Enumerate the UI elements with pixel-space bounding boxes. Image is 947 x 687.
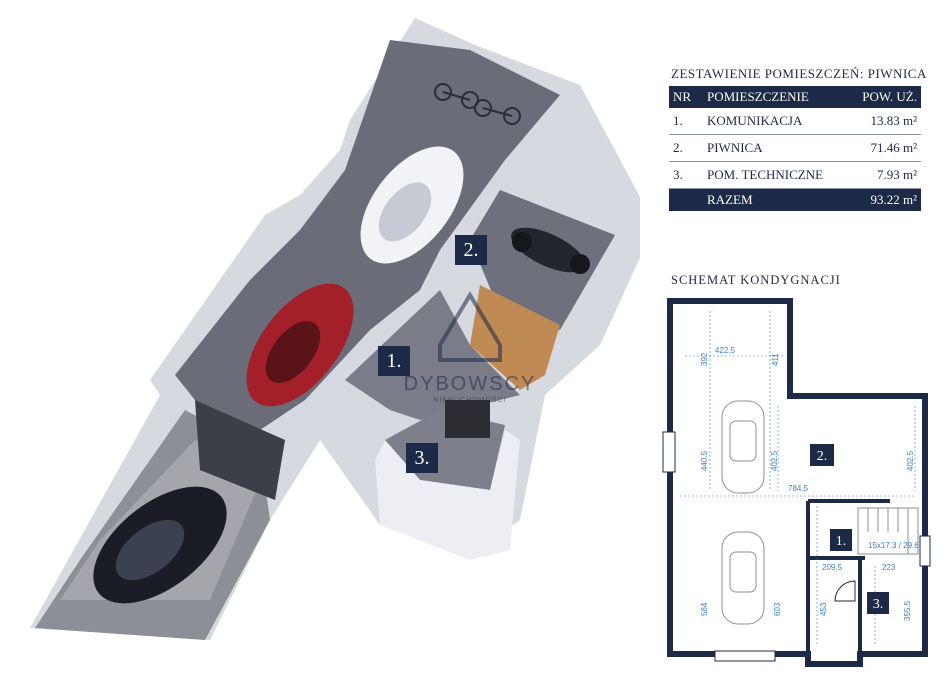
total-label: RAZEM	[703, 188, 848, 211]
total-area: 93.22 m²	[847, 188, 921, 211]
room-table: NR POMIESZCZENIE POW. UŻ. 1. KOMUNIKACJA…	[669, 86, 921, 211]
schema-title: SCHEMAT KONDYGNACJI	[671, 273, 841, 287]
render-room-number-2: 2.	[455, 235, 487, 265]
dim-label: 584	[700, 602, 709, 616]
row-area: 71.46 m²	[847, 134, 921, 162]
row-nr: 3.	[669, 161, 703, 189]
watermark-sub: NIERUCHOMOŚCI	[433, 395, 506, 404]
watermark-brand: DYBOWSCY	[404, 373, 537, 395]
dim-label: 453	[819, 602, 828, 616]
plan-window	[919, 535, 931, 567]
svg-text:3.: 3.	[873, 597, 884, 612]
row-area: 13.83 m²	[847, 108, 921, 135]
row-area: 7.93 m²	[847, 161, 921, 189]
table-row: 1. KOMUNIKACJA 13.83 m²	[669, 108, 921, 135]
dim-label: 440.5	[700, 450, 709, 471]
dim-label: 784.5	[788, 484, 809, 493]
plan-car-lower	[721, 531, 765, 625]
row-room: PIWNICA	[703, 134, 848, 162]
row-room: POM. TECHNICZNE	[703, 161, 848, 189]
svg-text:2.: 2.	[817, 449, 828, 464]
stairs-label: 15x17.3 / 29.6	[868, 541, 919, 550]
plan-stairs	[857, 507, 919, 555]
watermark-logo: DYBOWSCY NIERUCHOMOŚCI	[404, 291, 537, 404]
garage-door	[195, 400, 285, 500]
hall-floor	[345, 290, 520, 420]
row-room: KOMUNIKACJA	[703, 108, 848, 135]
motorcycle	[511, 227, 590, 274]
dim-label: 422.5	[715, 346, 736, 355]
dim-label: 603	[773, 602, 782, 616]
render-room-number-3: 3.	[406, 443, 438, 473]
plan-room-3: 3.	[867, 592, 889, 614]
table-row: 3. POM. TECHNICZNE 7.93 m²	[669, 161, 921, 189]
floor-plan: 422.5 392 411 440.5 402.5 402.5 784.5 20…	[662, 298, 931, 667]
plan-room-2: 2.	[810, 444, 834, 466]
dim-label: 223	[882, 563, 896, 572]
plan-car-upper	[721, 400, 765, 494]
table-header-row: NR POMIESZCZENIE POW. UŻ.	[669, 86, 921, 108]
plan-interior-walls	[806, 499, 890, 664]
table-title: ZESTAWIENIE POMIESZCZEŃ: PIWNICA	[671, 66, 927, 81]
table-row: 2. PIWNICA 71.46 m²	[669, 134, 921, 162]
dim-label: 402.5	[906, 450, 915, 471]
dim-label: 411	[771, 353, 780, 366]
dim-label: 392	[700, 352, 709, 366]
svg-text:1.: 1.	[836, 534, 847, 549]
total-row: RAZEM 93.22 m²	[669, 188, 921, 211]
furnace	[445, 400, 490, 438]
stairs	[470, 285, 560, 390]
header-nr: NR	[669, 86, 703, 108]
technical-wall	[375, 430, 520, 560]
dim-label: 402.5	[770, 450, 779, 471]
header-area: POW. UŻ.	[847, 86, 921, 108]
dim-label: 355.5	[903, 600, 912, 621]
car-white	[360, 146, 464, 264]
dim-label: 209.5	[822, 563, 843, 572]
bicycles	[434, 83, 521, 125]
render-room-number-1: 1.	[378, 346, 410, 376]
basement-3d-render: DYBOWSCY NIERUCHOMOŚCI	[30, 18, 640, 640]
row-nr: 1.	[669, 108, 703, 135]
plan-door	[834, 580, 856, 602]
plan-window	[714, 650, 776, 662]
plan-room-1: 1.	[830, 529, 852, 551]
car-black	[93, 486, 227, 604]
row-nr: 2.	[669, 134, 703, 162]
plan-window	[662, 431, 676, 473]
car-red	[246, 283, 354, 407]
header-room: POMIESZCZENIE	[703, 86, 848, 108]
